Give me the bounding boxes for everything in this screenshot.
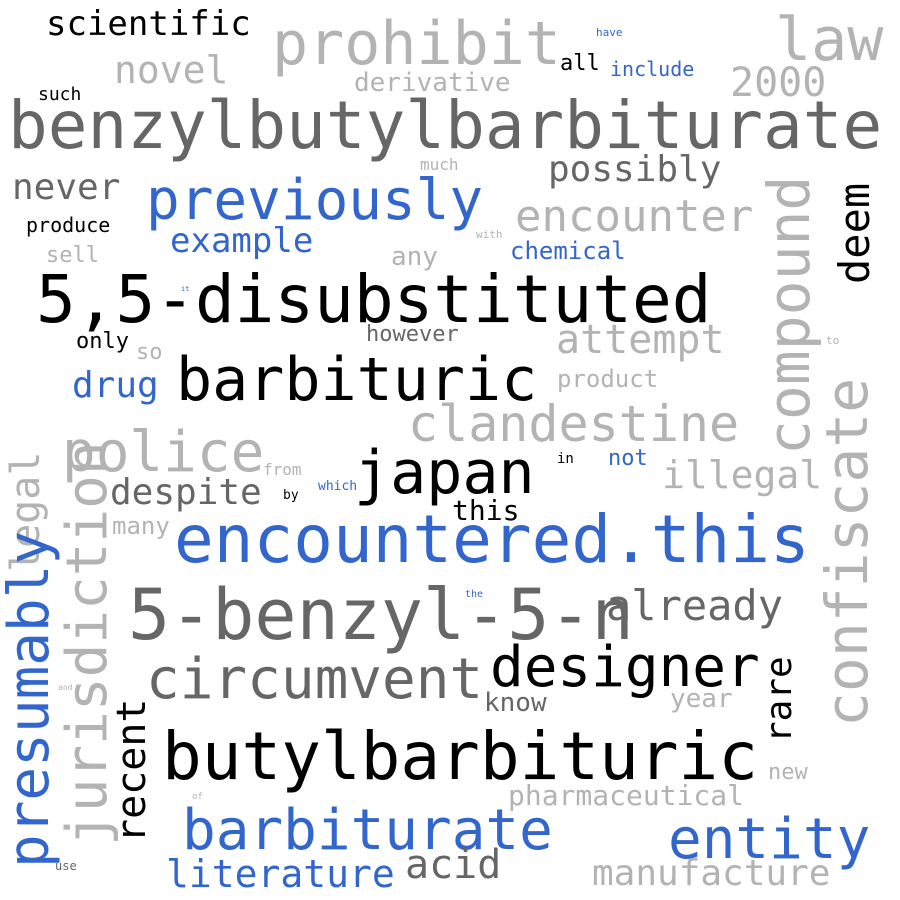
word-japan: japan <box>354 438 535 508</box>
word-example: example <box>170 221 314 261</box>
word-deem: deem <box>830 182 879 284</box>
word-jurisdiction: jurisdiction <box>55 441 120 846</box>
word-acid: acid <box>405 842 502 888</box>
word-recent: recent <box>109 698 155 844</box>
word-year: year <box>670 684 733 714</box>
word-5-5-disubstituted: 5,5-disubstituted <box>36 261 712 338</box>
word-know: know <box>484 688 547 718</box>
word-police: police <box>62 420 265 485</box>
word-product: product <box>557 365 659 393</box>
word-with: with <box>476 228 503 241</box>
word-novel: novel <box>114 48 229 92</box>
word-it: it <box>181 285 190 293</box>
word-scientific: scientific <box>46 4 251 44</box>
word-much: much <box>420 155 459 174</box>
word-rare: rare <box>759 656 800 743</box>
word-despite: despite <box>110 472 262 513</box>
word-designer: designer <box>490 635 760 700</box>
word-many: many <box>112 512 170 540</box>
word-the: the <box>465 589 484 600</box>
word-not: not <box>608 446 648 471</box>
word-butylbarbituric: butylbarbituric <box>162 718 759 795</box>
word-5-benzyl-5-n: 5-benzyl-5-n <box>128 574 634 656</box>
word-benzylbutylbarbiturate: benzylbutylbarbiturate <box>8 87 883 164</box>
word-include: include <box>610 57 695 81</box>
word-2000: 2000 <box>730 60 827 106</box>
word-circumvent: circumvent <box>146 647 484 712</box>
word-encounter: encounter <box>515 191 754 242</box>
word-any: any <box>391 242 438 272</box>
word-prohibit: prohibit <box>272 9 561 79</box>
word-have: have <box>596 26 623 39</box>
word-law: law <box>775 5 884 75</box>
word-to: to <box>826 334 840 347</box>
word-such: such <box>38 84 82 105</box>
word-clandestine: clandestine <box>408 395 740 453</box>
word-entity: entity <box>668 807 871 872</box>
word-barbiturate: barbiturate <box>182 798 553 863</box>
word-barbituric: barbituric <box>176 345 538 415</box>
word-manufacture: manufacture <box>592 853 831 894</box>
word-literature: literature <box>166 852 395 896</box>
word-never: never <box>12 167 121 208</box>
word-which: which <box>318 479 358 494</box>
word-chemical: chemical <box>510 237 626 265</box>
word-already: already <box>606 581 784 630</box>
word-illegal: illegal <box>662 453 823 497</box>
word-this: this <box>452 494 520 527</box>
word-by: by <box>283 488 299 503</box>
word-and: and <box>58 683 73 692</box>
word-pharmaceutical: pharmaceutical <box>508 779 745 812</box>
word-presumably: presumably <box>0 530 62 868</box>
word-only: only <box>76 329 129 354</box>
word-possibly: possibly <box>548 149 722 190</box>
word-previously: previously <box>146 168 484 233</box>
word-however: however <box>366 322 459 347</box>
word-sell: sell <box>46 243 99 268</box>
word-compound: compound <box>755 175 823 455</box>
word-derivative: derivative <box>354 68 511 98</box>
word-produce: produce <box>26 213 111 237</box>
word-from: from <box>263 460 302 479</box>
word-in: in <box>557 451 574 467</box>
word-drug: drug <box>72 365 159 406</box>
word-attempt: attempt <box>556 317 725 363</box>
word-confiscate: confiscate <box>813 377 881 727</box>
word-encountered-this: encountered.this <box>174 501 810 578</box>
word-of: of <box>192 792 203 802</box>
word-new: new <box>768 760 808 785</box>
word-all: all <box>560 51 600 76</box>
word-use: use <box>55 859 77 873</box>
word-so: so <box>136 340 163 365</box>
